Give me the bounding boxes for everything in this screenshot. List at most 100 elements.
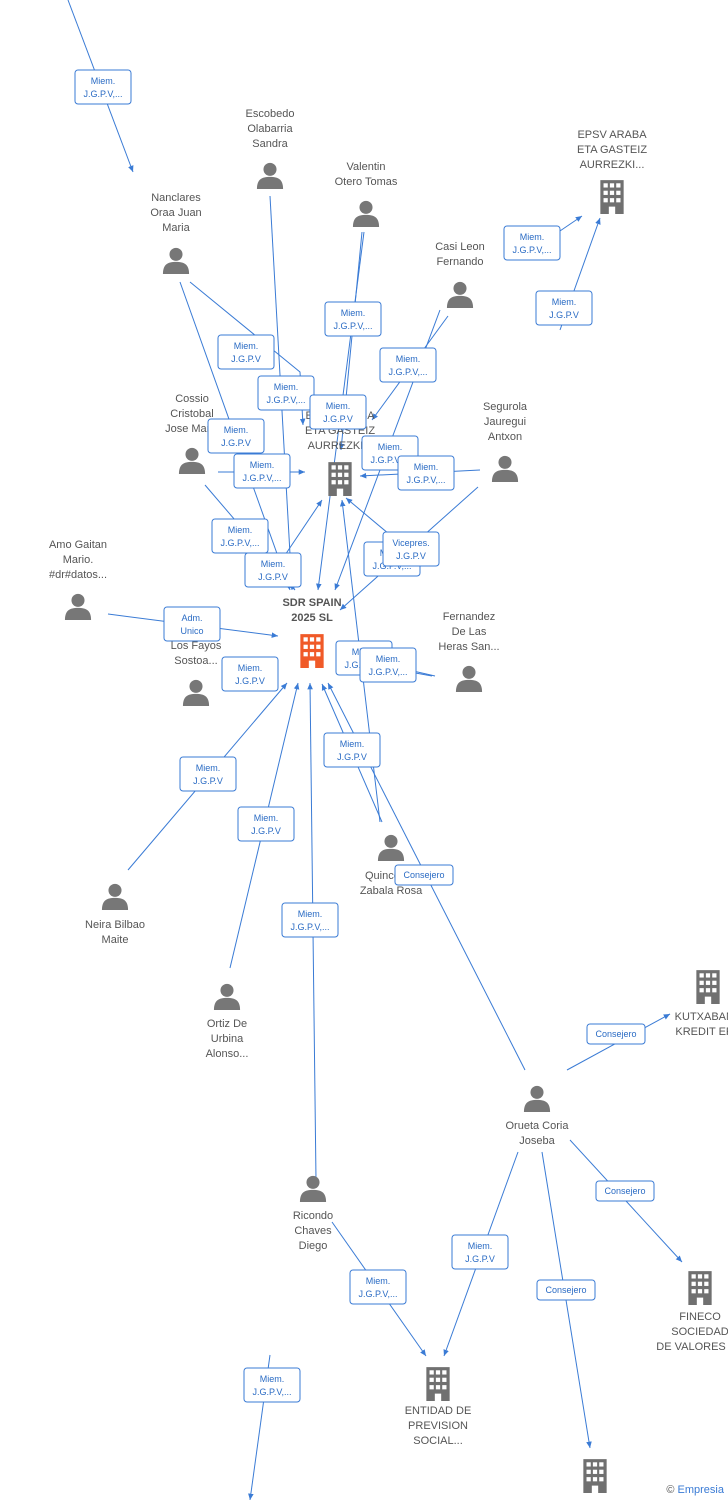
edge-label-e2[interactable]: Miem.J.G.P.V,... bbox=[257, 375, 315, 411]
edge-label-box bbox=[179, 756, 237, 792]
edge-label-e9[interactable]: Miem.J.G.P.V bbox=[207, 418, 265, 454]
node-label: Neira Bilbao bbox=[85, 919, 145, 931]
edge-label-e6[interactable]: Miem.J.G.P.V,... bbox=[379, 347, 437, 383]
edge-label-box bbox=[233, 453, 291, 489]
edge-label-text: J.G.P.V,... bbox=[266, 395, 305, 405]
person-icon bbox=[446, 281, 474, 308]
node-label: Diego bbox=[299, 1240, 328, 1252]
edge-label-e14[interactable]: Miem.J.G.P.V bbox=[244, 552, 302, 588]
node-label: Sostoa... bbox=[174, 655, 217, 667]
node-label: Fernando bbox=[436, 256, 483, 268]
node-label: Cossio bbox=[175, 393, 209, 405]
edge-label-box bbox=[379, 347, 437, 383]
node-label: SOCIAL... bbox=[413, 1435, 463, 1447]
node-bottomco[interactable] bbox=[583, 1459, 607, 1493]
node-label: Zabala Rosa bbox=[360, 885, 423, 897]
edge-label-text: Miem. bbox=[326, 401, 351, 411]
edge-label-box bbox=[394, 864, 454, 886]
edge-label-e31[interactable]: Miem.J.G.P.V,... bbox=[243, 1367, 301, 1403]
edge-label-e21[interactable]: Miem.J.G.P.V bbox=[179, 756, 237, 792]
brand-name: Empresia bbox=[677, 1484, 724, 1496]
edge-label-text: J.G.P.V bbox=[337, 752, 367, 762]
node-label: De Las bbox=[452, 626, 487, 638]
node-entidad[interactable]: ENTIDAD DEPREVISIONSOCIAL... bbox=[405, 1367, 472, 1447]
edge-label-box bbox=[451, 1234, 509, 1270]
edge-label-e16[interactable]: Vicepres. J.G.P.V bbox=[382, 531, 440, 567]
edge-label-e27[interactable]: Consejero bbox=[586, 1023, 646, 1045]
edge-label-e22[interactable]: Miem. J.G.P.V bbox=[323, 732, 381, 768]
edge-label-text: Miem. bbox=[341, 308, 366, 318]
edge-label-text: J.G.P.V,... bbox=[368, 667, 407, 677]
node-label: Olabarria bbox=[247, 123, 293, 135]
edge-label-e17[interactable]: Adm.Unico bbox=[163, 606, 221, 642]
edge-label-box bbox=[211, 518, 269, 554]
edge-label-e26[interactable]: Consejero bbox=[394, 864, 454, 886]
edge-label-e10[interactable]: Miem.J.G.P.V,... bbox=[233, 453, 291, 489]
node-label: Oraa Juan bbox=[150, 207, 201, 219]
edge-label-text: J.G.P.V,... bbox=[252, 1387, 291, 1397]
node-kutxabank[interactable]: KUTXABANKKREDIT EFC bbox=[675, 970, 728, 1038]
person-icon bbox=[299, 1175, 327, 1202]
edge-label-text: J.G.P.V bbox=[465, 1254, 495, 1264]
node-label: EPSV ARABA bbox=[577, 129, 647, 141]
edge-label-e29[interactable]: Consejero bbox=[595, 1180, 655, 1202]
edge-label-e12[interactable]: Miem.J.G.P.V,... bbox=[397, 455, 455, 491]
edge-label-e7[interactable]: Miem.J.G.P.V,... bbox=[503, 225, 561, 261]
edge-label-text: J.G.P.V bbox=[258, 572, 288, 582]
edge-label-e13[interactable]: Miem.J.G.P.V,... bbox=[211, 518, 269, 554]
edge-label-box bbox=[221, 656, 279, 692]
edge-label-e30[interactable]: Miem.J.G.P.V,... bbox=[349, 1269, 407, 1305]
edge-label-box bbox=[257, 375, 315, 411]
edge-label-box bbox=[324, 301, 382, 337]
node-label: Sandra bbox=[252, 138, 288, 150]
edge-label-e18[interactable]: Miem.J.G.P.V bbox=[221, 656, 279, 692]
node-amo[interactable]: Amo GaitanMario.#dr#datos... bbox=[49, 539, 107, 620]
person-icon bbox=[162, 247, 190, 274]
edge-label-e3[interactable]: Miem.J.G.P.V,... bbox=[324, 301, 382, 337]
edge-label-box bbox=[359, 647, 417, 683]
edge-label-text: Vicepres. bbox=[392, 538, 429, 548]
node-label: FINECO bbox=[679, 1311, 721, 1323]
edge-label-text: Consejero bbox=[604, 1186, 645, 1196]
edge-label-box bbox=[309, 394, 367, 430]
edge-label-e4[interactable]: Miem.J.G.P.V bbox=[217, 334, 275, 370]
edge-label-e20[interactable]: Miem.J.G.P.V,... bbox=[359, 647, 417, 683]
footer-brand[interactable]: © Empresia bbox=[666, 1484, 724, 1496]
edge-label-text: Miem. bbox=[340, 739, 365, 749]
edge-label-text: J.G.P.V,... bbox=[290, 922, 329, 932]
person-icon bbox=[352, 200, 380, 227]
edge-label-e28[interactable]: Miem.J.G.P.V bbox=[451, 1234, 509, 1270]
edge-label-e24[interactable]: Miem.J.G.P.V bbox=[237, 806, 295, 842]
edge-label-text: J.G.P.V,... bbox=[512, 245, 551, 255]
edge-label-e8[interactable]: Miem.J.G.P.V bbox=[535, 290, 593, 326]
edge-label-e5[interactable]: Miem.J.G.P.V bbox=[309, 394, 367, 430]
node-label: Chaves bbox=[294, 1225, 332, 1237]
node-label: ENTIDAD DE bbox=[405, 1405, 472, 1417]
edge-label-text: J.G.P.V bbox=[396, 551, 426, 561]
node-label: Amo Gaitan bbox=[49, 539, 107, 551]
edge-label-text: Consejero bbox=[595, 1029, 636, 1039]
edge-label-box bbox=[323, 732, 381, 768]
edge-label-e1[interactable]: Miem.J.G.P.V,... bbox=[74, 69, 132, 105]
node-ortiz[interactable]: Ortiz DeUrbinaAlonso... bbox=[206, 983, 249, 1060]
edge-label-box bbox=[349, 1269, 407, 1305]
edge-label-e25[interactable]: Miem.J.G.P.V,... bbox=[281, 902, 339, 938]
node-label: Maite bbox=[102, 934, 129, 946]
edge-label-e32[interactable]: Consejero bbox=[536, 1279, 596, 1301]
node-label: 2025 SL bbox=[291, 612, 333, 624]
